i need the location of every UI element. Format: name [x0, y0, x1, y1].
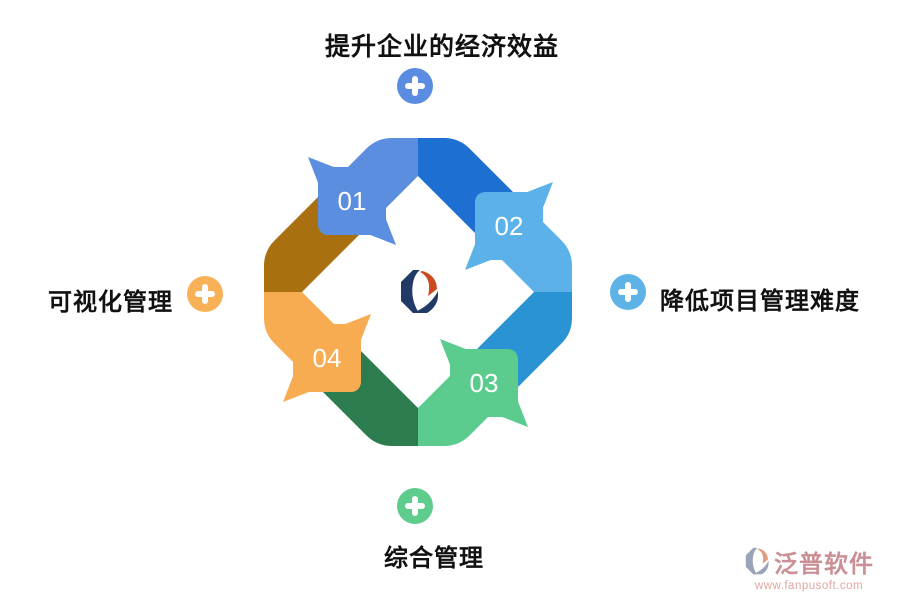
watermark: 泛普软件 www.fanpusoft.com — [724, 544, 894, 592]
step-number-01: 01 — [338, 186, 367, 216]
center-logo-icon — [401, 270, 438, 313]
arrow-04-light — [264, 292, 371, 402]
plus-bar — [412, 496, 418, 516]
watermark-brand: 泛普软件 — [774, 551, 874, 578]
cycle-arrows-graphic: 01 02 03 04 — [264, 138, 572, 446]
step-label-top: 提升企业的经济效益 — [324, 33, 560, 61]
step-label-right: 降低项目管理难度 — [660, 288, 860, 315]
step-number-04: 04 — [313, 343, 342, 373]
plus-icon-left — [187, 276, 223, 312]
plus-icon-right — [610, 274, 646, 310]
plus-icon-bottom — [397, 488, 433, 524]
arrow-02-light — [465, 182, 572, 292]
plus-bar — [625, 282, 631, 302]
step-label-left: 可视化管理 — [48, 289, 173, 316]
step-number-02: 02 — [495, 211, 524, 241]
plus-bar — [412, 76, 418, 96]
step-number-03: 03 — [470, 368, 499, 398]
arrow-01-light — [308, 138, 418, 245]
watermark-url: www.fanpusoft.com — [754, 580, 864, 592]
plus-icon-top — [397, 68, 433, 104]
watermark-logo-icon — [745, 547, 769, 574]
arrow-03-light — [418, 339, 528, 446]
step-label-bottom: 综合管理 — [384, 545, 484, 572]
plus-bar — [202, 284, 208, 304]
